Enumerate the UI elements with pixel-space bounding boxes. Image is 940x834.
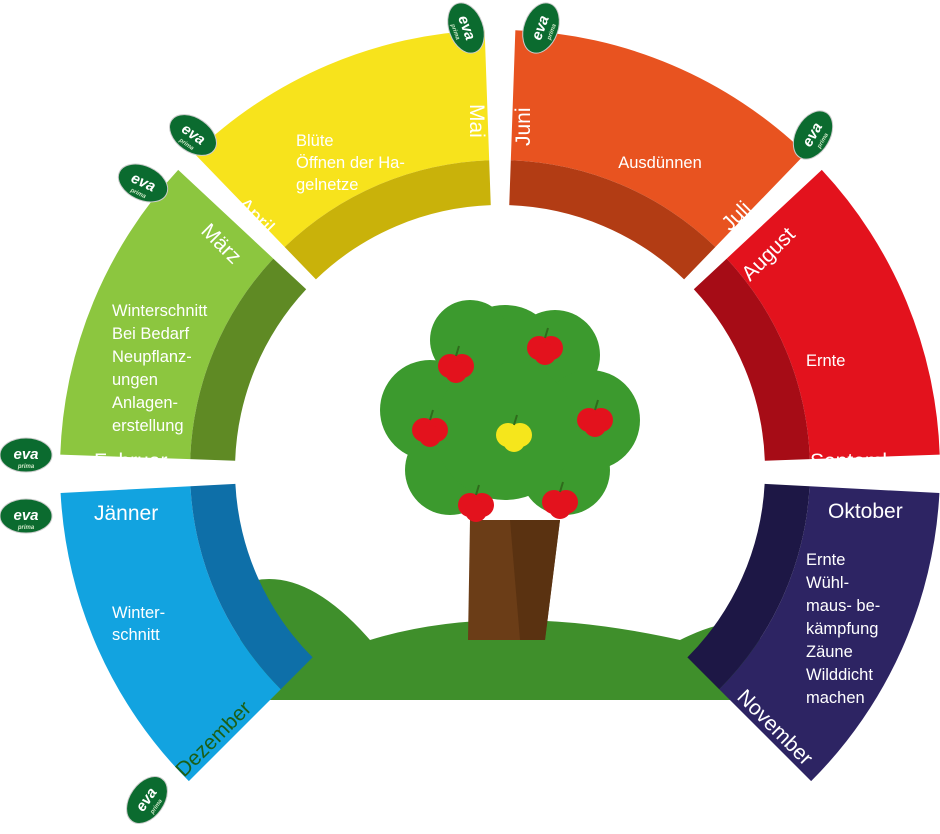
activity-april-mai: Blüte	[296, 132, 334, 150]
svg-text:eva: eva	[13, 507, 38, 524]
activity-februar-maerz: Bei Bedarf	[112, 325, 189, 343]
segment-oktober-november	[687, 483, 940, 782]
aug-inner-band	[693, 258, 810, 461]
tree-trunk-shade	[510, 520, 560, 640]
month-label-jaenner: Jänner	[94, 502, 158, 525]
activity-oktober-november: Ernte	[806, 551, 845, 569]
activity-april-mai: Öffnen der Ha-	[296, 154, 405, 172]
dez-outer-band	[60, 486, 281, 782]
activity-august-september: Ernte	[806, 352, 845, 370]
activity-oktober-november: maus- be-	[806, 597, 880, 615]
activity-oktober-november: Wühl-	[806, 574, 849, 592]
activity-februar-maerz: ungen	[112, 371, 158, 389]
aug-outer-band	[726, 169, 940, 460]
month-label-februar: Februar	[94, 450, 168, 473]
activity-dezember-jaenner: Winter-	[112, 604, 165, 622]
juni-inner-band	[509, 160, 716, 280]
segment-august-september	[693, 169, 940, 461]
apple	[438, 345, 474, 383]
april-outer-band	[194, 30, 490, 248]
juni-outer-band	[510, 30, 806, 248]
segment-februar-maerz	[60, 169, 307, 461]
month-label-september: September	[810, 450, 913, 473]
svg-text:prima: prima	[546, 23, 558, 42]
segment-april-mai	[194, 30, 491, 280]
activity-februar-maerz: Anlagen-	[112, 394, 178, 412]
svg-text:prima: prima	[449, 22, 461, 41]
okt-outer-band	[719, 486, 940, 782]
svg-text:prima: prima	[17, 464, 35, 470]
feb-outer-band	[60, 169, 274, 460]
segment-juni-juli	[509, 30, 806, 280]
activity-juni-juli: Ausdünnen	[618, 154, 702, 172]
tree-foliage	[380, 300, 640, 515]
apple	[527, 327, 563, 365]
apple	[542, 481, 578, 519]
activity-oktober-november: kämpfung	[806, 620, 878, 638]
activity-februar-maerz: erstellung	[112, 417, 184, 435]
activity-februar-maerz: Winterschnitt	[112, 302, 208, 320]
feb-inner-band	[190, 258, 307, 461]
apple	[496, 414, 532, 452]
activity-dezember-jaenner: schnitt	[112, 626, 160, 644]
apple	[577, 399, 613, 437]
activity-april-mai: gelnetze	[296, 176, 358, 194]
activity-februar-maerz: Neupflanz-	[112, 348, 192, 366]
apple-tree	[380, 300, 640, 640]
month-label-oktober: Oktober	[828, 500, 903, 523]
activity-oktober-november: Wilddicht	[806, 666, 873, 684]
dez-inner-band	[190, 483, 313, 690]
activity-oktober-november: machen	[806, 689, 865, 707]
month-label-juni: Juni	[512, 107, 535, 146]
segment-dezember-jaenner	[60, 483, 313, 782]
svg-text:eva: eva	[13, 446, 38, 463]
apple	[458, 484, 494, 522]
apple	[412, 409, 448, 447]
okt-inner-band	[687, 483, 810, 690]
activity-oktober-november: Zäune	[806, 643, 853, 661]
april-inner-band	[284, 160, 491, 280]
svg-text:prima: prima	[17, 525, 35, 531]
month-label-mai: Mai	[465, 104, 488, 138]
